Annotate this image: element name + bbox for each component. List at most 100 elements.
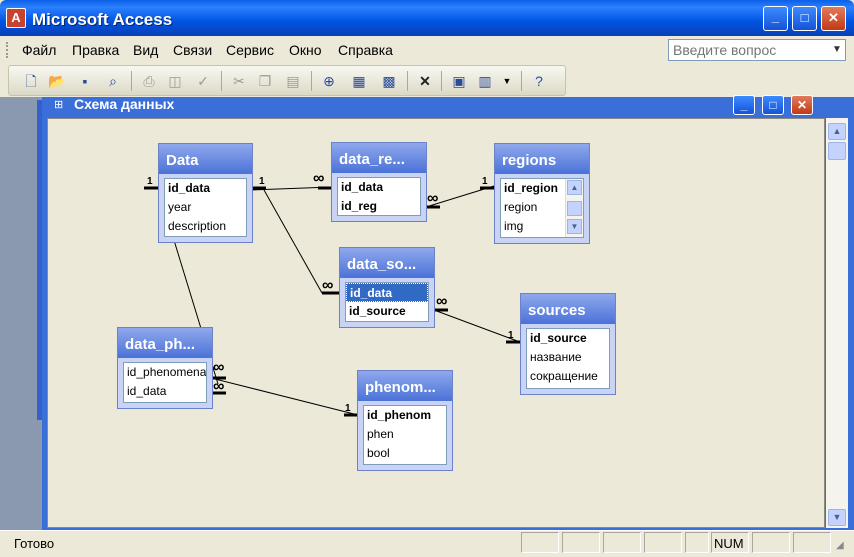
scroll-down-button[interactable]: ▼ — [828, 509, 846, 526]
print-preview-icon[interactable]: ◫ — [168, 73, 182, 89]
field-row-selected[interactable]: id_data — [346, 283, 428, 302]
field-row[interactable]: id_data — [127, 384, 167, 398]
access-app-icon[interactable]: A — [6, 8, 26, 28]
toolbar-separator — [221, 71, 222, 91]
ask-question-input[interactable] — [669, 40, 825, 60]
field-row[interactable]: region — [504, 200, 538, 214]
rel-one-label: 1 — [482, 176, 488, 187]
table-title[interactable]: regions — [495, 144, 589, 174]
title-bar — [0, 0, 854, 36]
close-button[interactable]: ✕ — [821, 6, 846, 31]
field-row[interactable]: year — [168, 200, 192, 214]
field-row[interactable]: сокращение — [530, 369, 598, 383]
field-row[interactable]: id_reg — [341, 199, 378, 213]
table-sources[interactable]: sources id_source название сокращение — [520, 293, 616, 395]
new-object-icon[interactable]: ▣ — [452, 73, 466, 89]
vertical-scrollbar[interactable] — [826, 118, 848, 528]
table-regions[interactable]: regions id_region region img ▲ ▼ — [494, 143, 590, 244]
menu-tools[interactable]: Сервис — [226, 42, 274, 58]
save-icon[interactable]: ▪ — [82, 73, 88, 89]
field-row[interactable]: phen — [367, 427, 394, 441]
menu-grip[interactable] — [6, 42, 9, 58]
scroll-up-button[interactable]: ▲ — [828, 123, 846, 140]
field-list[interactable]: id_data id_reg — [337, 177, 421, 216]
search-icon[interactable]: ⌕ — [109, 73, 117, 89]
table-title[interactable]: phenom... — [358, 371, 452, 401]
field-row[interactable]: название — [530, 350, 582, 364]
help-icon[interactable]: ? — [535, 73, 543, 89]
copy-icon[interactable]: ❐ — [258, 73, 272, 89]
field-row[interactable]: img — [504, 219, 524, 233]
spelling-icon[interactable]: ✓ — [197, 73, 209, 89]
field-row[interactable]: id_data — [341, 180, 384, 194]
field-list[interactable]: id_phenom phen bool — [363, 405, 447, 465]
relationships-window-icon: ⊞ — [54, 99, 64, 111]
field-row[interactable]: id_source — [530, 331, 587, 345]
table-scrollbar[interactable]: ▲ ▼ — [565, 179, 583, 237]
field-row[interactable]: id_region — [504, 181, 559, 195]
field-row[interactable]: id_phenom — [367, 408, 432, 422]
menu-file[interactable]: Файл — [22, 42, 57, 58]
new-icon[interactable]: 🗋 — [25, 73, 37, 89]
rel-one-label: 1 — [147, 176, 153, 187]
table-title[interactable]: data_re... — [332, 143, 426, 173]
field-list[interactable]: id_data year description — [164, 178, 247, 237]
show-table-icon[interactable]: ⊕ — [323, 73, 335, 89]
toolbar-separator — [131, 71, 132, 91]
paste-icon[interactable]: ▤ — [286, 73, 300, 89]
new-object-icon-2[interactable]: ▥ — [478, 73, 492, 89]
table-phenom[interactable]: phenom... id_phenom phen bool — [357, 370, 453, 471]
background-window-edge — [37, 100, 44, 420]
num-lock-indicator: NUM — [714, 536, 744, 551]
field-list[interactable]: id_source название сокращение — [526, 328, 610, 389]
child-minimize-button[interactable]: _ — [733, 95, 755, 115]
table-title[interactable]: data_so... — [340, 248, 434, 278]
table-data[interactable]: Data id_data year description — [158, 143, 253, 243]
field-row[interactable]: id_phenomena — [127, 365, 206, 379]
open-icon[interactable]: 📂 — [48, 73, 66, 89]
scroll-thumb[interactable] — [567, 201, 582, 216]
menu-window[interactable]: Окно — [289, 42, 322, 58]
toolbar-separator — [521, 71, 522, 91]
field-row[interactable]: id_data — [168, 181, 211, 195]
mdi-background — [0, 97, 42, 530]
maximize-button[interactable]: □ — [792, 6, 817, 31]
table-data-source[interactable]: data_so... id_data id_source — [339, 247, 435, 328]
rel-one-label: 1 — [508, 330, 514, 341]
delete-icon[interactable]: ✕ — [419, 73, 431, 89]
field-row[interactable]: description — [168, 219, 227, 233]
menu-relationships[interactable]: Связи — [173, 42, 213, 58]
child-close-button[interactable]: ✕ — [791, 95, 813, 115]
child-maximize-button[interactable]: □ — [762, 95, 784, 115]
menu-help[interactable]: Справка — [338, 42, 393, 58]
field-row[interactable]: id_source — [349, 304, 406, 318]
table-title[interactable]: sources — [521, 294, 615, 324]
show-direct-icon[interactable]: ▦ — [352, 73, 366, 89]
resize-grip-icon[interactable]: ◢ — [836, 540, 844, 551]
table-title[interactable]: data_ph... — [118, 328, 212, 358]
ask-question-box[interactable]: ▼ — [668, 39, 846, 61]
print-icon[interactable]: ⎙ — [143, 73, 155, 89]
status-panel — [603, 532, 641, 553]
cut-icon[interactable]: ✂ — [233, 73, 245, 89]
toolbar-separator — [311, 71, 312, 91]
scroll-thumb[interactable] — [828, 142, 846, 160]
field-list[interactable]: id_region region img ▲ ▼ — [500, 178, 584, 238]
relationship-toolbar: 🗋 📂 ▪ ⌕ ⎙ ◫ ✓ ✂ ❐ ▤ ⊕ ▦ ▩ ✕ ▣ ▥ ▼ ? — [8, 65, 566, 96]
scroll-down-icon[interactable]: ▼ — [567, 219, 582, 234]
table-data-phen[interactable]: data_ph... id_phenomena id_data — [117, 327, 213, 409]
app-title: Microsoft Access — [32, 10, 173, 29]
field-list[interactable]: id_phenomena id_data — [123, 362, 207, 403]
menu-edit[interactable]: Правка — [72, 42, 120, 58]
chevron-down-icon[interactable]: ▼ — [832, 44, 842, 55]
field-list[interactable]: id_data id_source — [345, 282, 429, 322]
scroll-up-icon[interactable]: ▲ — [567, 180, 582, 195]
table-data-reg[interactable]: data_re... id_data id_reg — [331, 142, 427, 222]
new-object-dropdown-icon[interactable]: ▼ — [502, 76, 512, 86]
field-row[interactable]: bool — [367, 446, 390, 460]
table-title[interactable]: Data — [159, 144, 252, 174]
relationships-window-title: Схема данных — [74, 96, 175, 112]
show-all-icon[interactable]: ▩ — [382, 73, 396, 89]
menu-view[interactable]: Вид — [133, 42, 159, 58]
minimize-button[interactable]: _ — [763, 6, 788, 31]
